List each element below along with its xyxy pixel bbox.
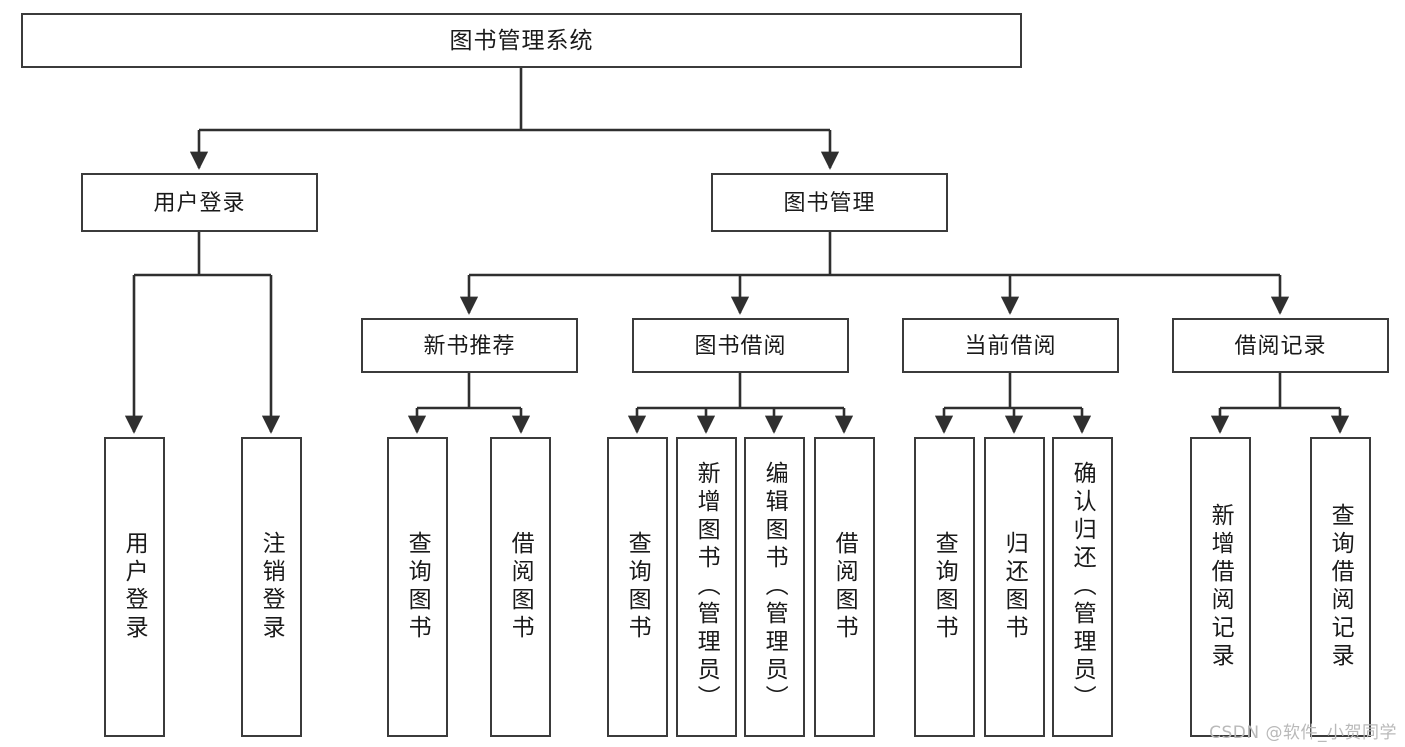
node-leaf-add-book[interactable]: 新增图书（管理员） bbox=[676, 437, 737, 737]
node-leaf-confirm-return-label: 确认归还（管理员） bbox=[1070, 461, 1097, 713]
node-leaf-edit-book[interactable]: 编辑图书（管理员） bbox=[744, 437, 805, 737]
node-leaf-add-record-label: 新增借阅记录 bbox=[1208, 503, 1235, 671]
node-leaf-borrow-book-1[interactable]: 借阅图书 bbox=[490, 437, 551, 737]
node-leaf-query-book-2-label: 查询图书 bbox=[625, 531, 652, 643]
node-leaf-logout-label: 注销登录 bbox=[259, 531, 286, 643]
node-user-login-label: 用户登录 bbox=[153, 189, 246, 215]
node-current-borrow[interactable]: 当前借阅 bbox=[902, 318, 1119, 373]
node-leaf-query-book-1[interactable]: 查询图书 bbox=[387, 437, 448, 737]
node-root[interactable]: 图书管理系统 bbox=[21, 13, 1022, 68]
node-leaf-borrow-book-2[interactable]: 借阅图书 bbox=[814, 437, 875, 737]
node-user-login[interactable]: 用户登录 bbox=[81, 173, 318, 232]
node-leaf-add-book-label: 新增图书（管理员） bbox=[694, 461, 721, 713]
node-leaf-query-book-3[interactable]: 查询图书 bbox=[914, 437, 975, 737]
node-book-borrow[interactable]: 图书借阅 bbox=[632, 318, 849, 373]
node-borrow-record-label: 借阅记录 bbox=[1234, 332, 1327, 358]
node-leaf-borrow-book-1-label: 借阅图书 bbox=[508, 531, 535, 643]
node-new-book-rec[interactable]: 新书推荐 bbox=[361, 318, 578, 373]
node-leaf-query-book-3-label: 查询图书 bbox=[932, 531, 959, 643]
node-new-book-rec-label: 新书推荐 bbox=[423, 332, 516, 358]
node-leaf-query-record[interactable]: 查询借阅记录 bbox=[1310, 437, 1371, 737]
node-leaf-user-login[interactable]: 用户登录 bbox=[104, 437, 165, 737]
node-book-manage-label: 图书管理 bbox=[783, 189, 876, 215]
node-leaf-confirm-return[interactable]: 确认归还（管理员） bbox=[1052, 437, 1113, 737]
node-leaf-logout[interactable]: 注销登录 bbox=[241, 437, 302, 737]
node-book-manage[interactable]: 图书管理 bbox=[711, 173, 948, 232]
node-leaf-query-record-label: 查询借阅记录 bbox=[1328, 503, 1355, 671]
node-leaf-edit-book-label: 编辑图书（管理员） bbox=[762, 461, 789, 713]
node-leaf-query-book-2[interactable]: 查询图书 bbox=[607, 437, 668, 737]
node-book-borrow-label: 图书借阅 bbox=[694, 332, 787, 358]
node-borrow-record[interactable]: 借阅记录 bbox=[1172, 318, 1389, 373]
node-leaf-add-record[interactable]: 新增借阅记录 bbox=[1190, 437, 1251, 737]
node-leaf-return-book-label: 归还图书 bbox=[1002, 531, 1029, 643]
node-root-label: 图书管理系统 bbox=[449, 26, 594, 53]
node-leaf-user-login-label: 用户登录 bbox=[122, 531, 149, 643]
watermark: CSDN @软件_小贺同学 bbox=[1209, 723, 1397, 743]
node-leaf-return-book[interactable]: 归还图书 bbox=[984, 437, 1045, 737]
node-current-borrow-label: 当前借阅 bbox=[964, 332, 1057, 358]
node-leaf-borrow-book-2-label: 借阅图书 bbox=[832, 531, 859, 643]
node-leaf-query-book-1-label: 查询图书 bbox=[405, 531, 432, 643]
